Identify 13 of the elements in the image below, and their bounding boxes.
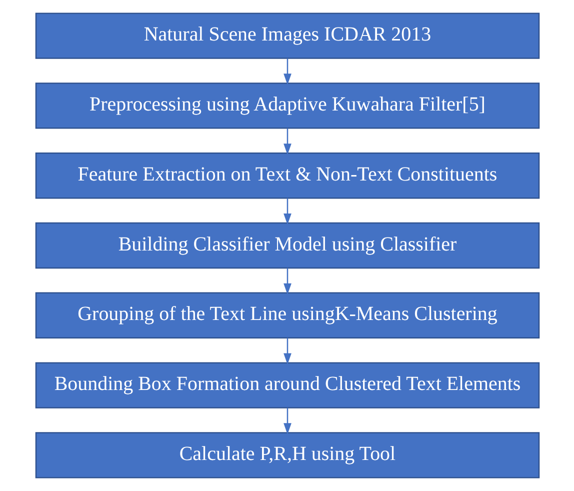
- node-box: Feature Extraction on Text & Non-Text Constituents: [34, 152, 540, 199]
- arrow: [283, 338, 291, 365]
- node-box: Grouping of the Text Line usingK-Means Clustering: [34, 292, 540, 338]
- arrow: [283, 198, 291, 225]
- arrow: [283, 408, 291, 434]
- arrow: [283, 58, 291, 85]
- node-box: Preprocessing using Adaptive Kuwahara Filter[5]: [34, 82, 540, 129]
- node-box: Natural Scene Images ICDAR 2013: [34, 12, 540, 59]
- arrow: [283, 268, 291, 295]
- node-box: Bounding Box Formation around Clustered Text Elements: [34, 362, 540, 408]
- node-box: Building Classifier Model using Classifier: [34, 222, 540, 269]
- node-box: Calculate P,R,H using Tool: [34, 432, 540, 478]
- arrow: [283, 128, 291, 155]
